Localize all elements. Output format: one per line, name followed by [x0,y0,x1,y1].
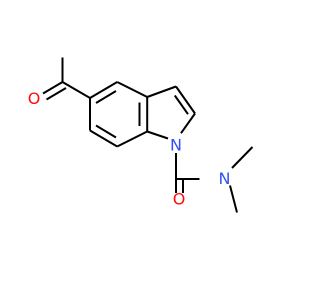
indole-nitrogen-label: N [170,136,182,155]
bond-cho-o-outer [42,81,64,95]
bond-c3-c2-inner [173,94,189,115]
bond-cho-o-inner [45,87,67,101]
bond-c3a-c4 [116,81,148,98]
aldehyde-group [42,57,91,101]
aldehyde-oxygen-label: O [28,89,41,108]
bond-c2-n1 [180,112,196,134]
bond-namide-methyl-top [231,146,254,169]
bond-namide-methyl-bottom [229,185,238,213]
bond-c7-c7a [116,130,148,148]
pyrrole-ring [146,85,196,140]
bond-n1-c7a [146,130,169,140]
amide-nitrogen-label: N [219,169,231,188]
bond-c5-cho [61,81,91,99]
bond-c6-c7 [89,129,118,148]
molecule-structure: O N O N [28,57,254,213]
benzene-ring [89,81,149,148]
bond-c6-c7-inner [95,124,117,139]
bond-c4-c5 [89,81,118,99]
amide-oxygen-label: O [173,190,186,209]
bond-c4-c5-inner [95,90,117,104]
molecule-canvas: O N O N [27,57,254,213]
bond-c3a-c3 [146,85,177,98]
amide-group [175,146,254,213]
bond-c3-c2 [175,85,196,115]
